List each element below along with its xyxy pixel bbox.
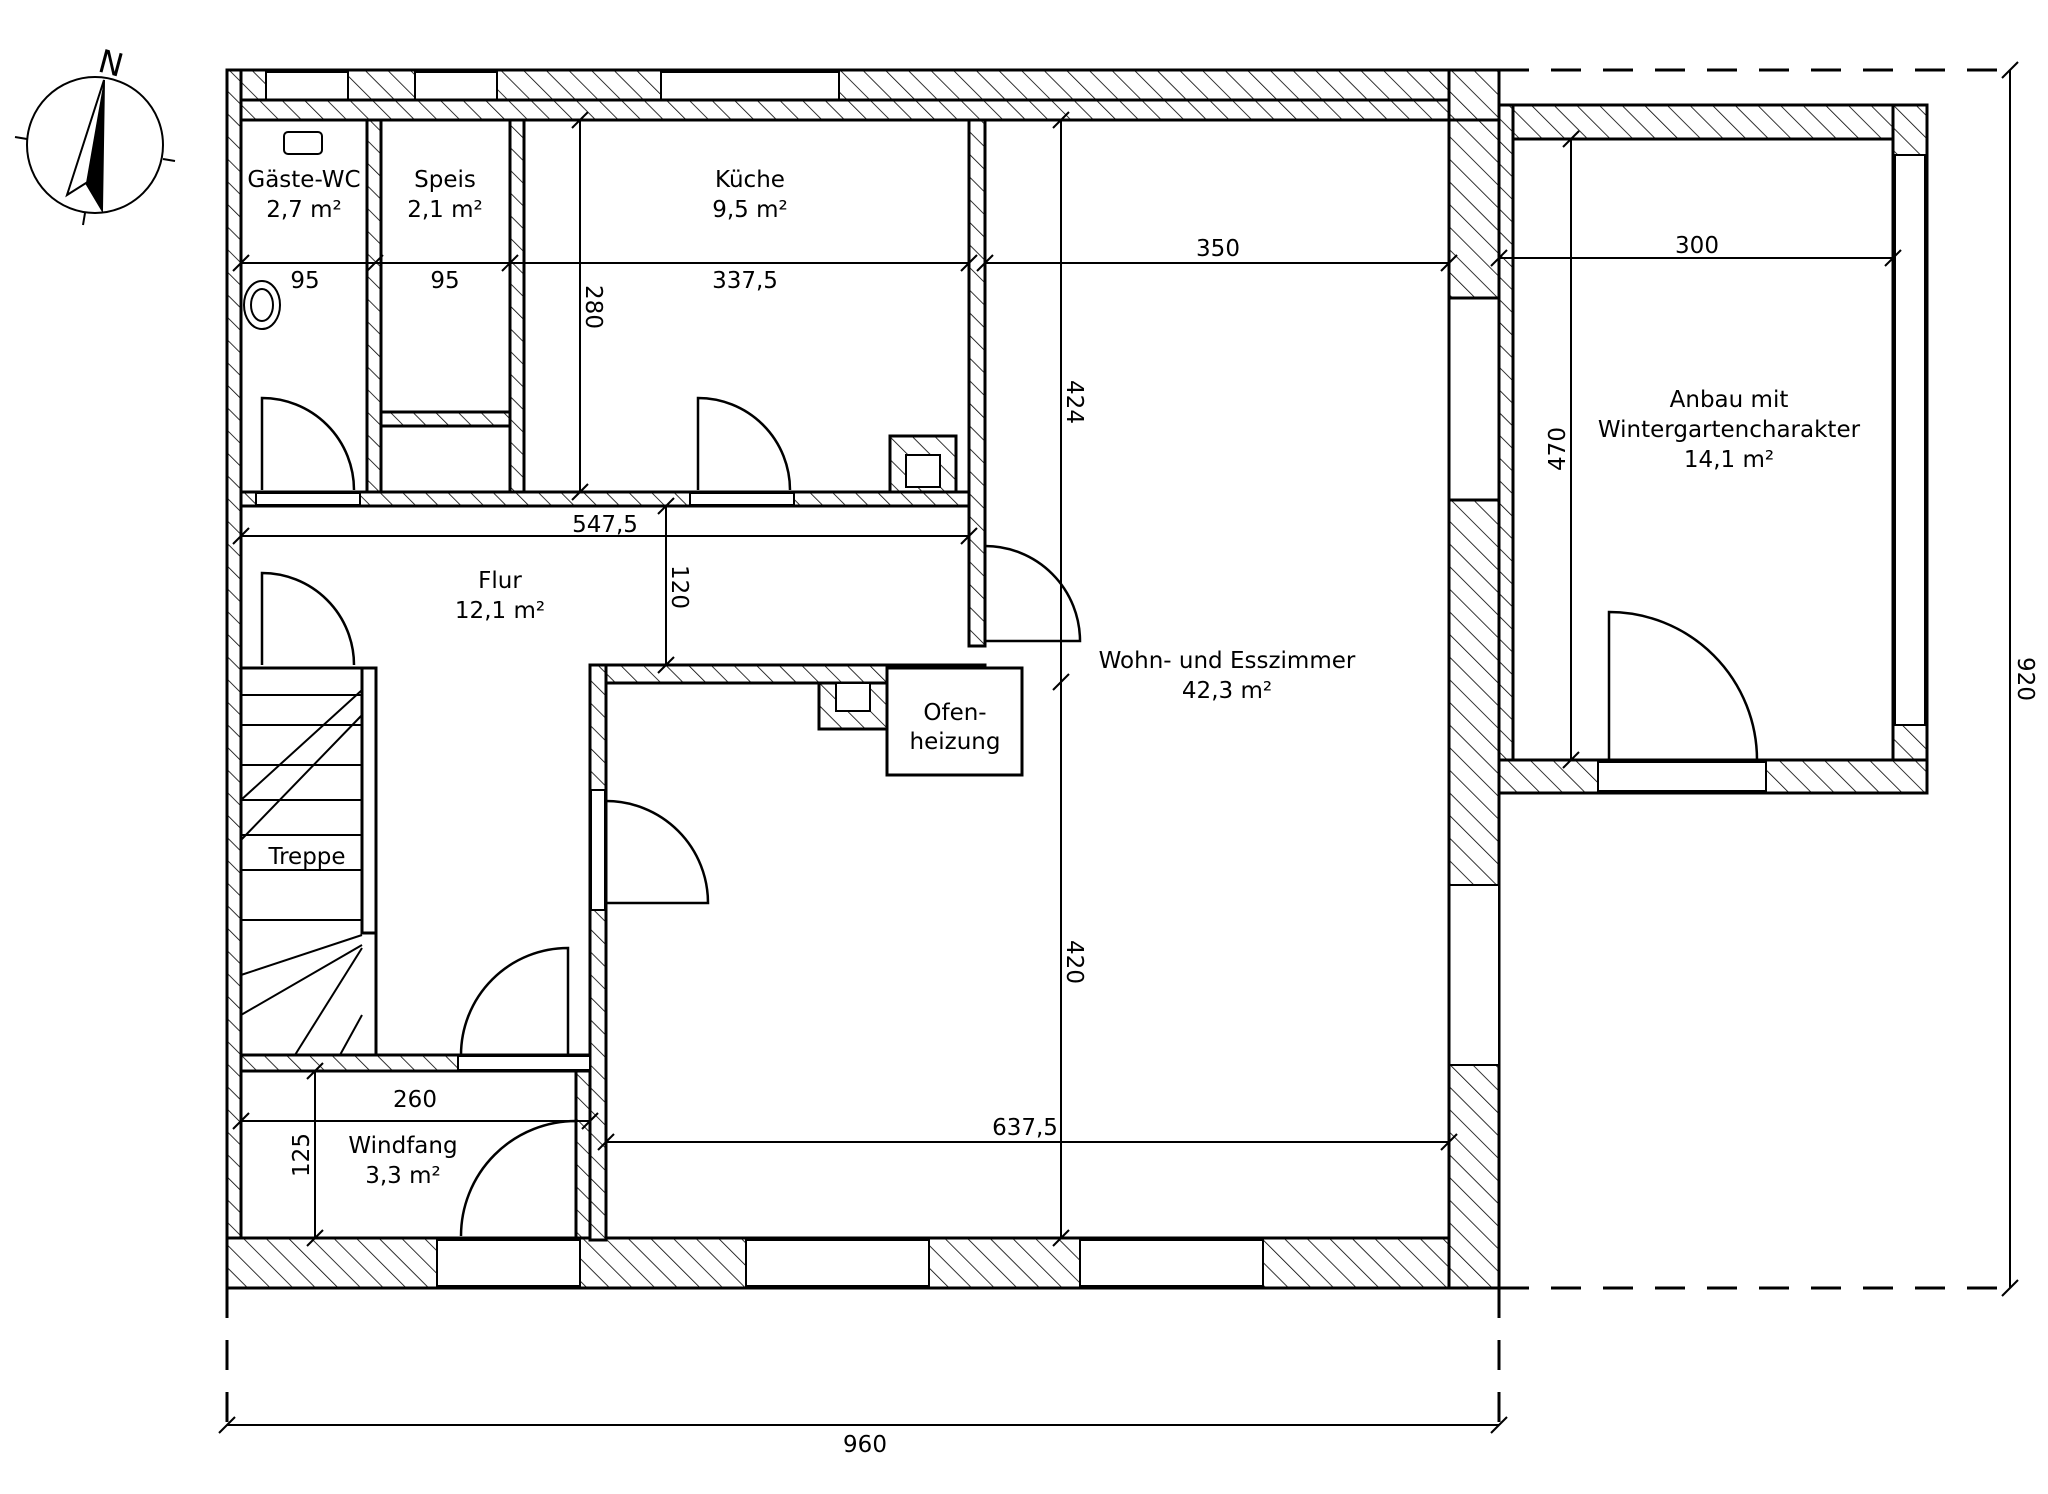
room-name-treppe: Treppe: [267, 844, 345, 870]
dim-windfang-width: 260: [393, 1087, 437, 1113]
room-name-gaeste-wc: Gäste-WC: [247, 167, 360, 193]
door-flur: [260, 571, 356, 666]
room-area-windfang: 3,3 m²: [365, 1163, 441, 1189]
room-name-speis: Speis: [414, 167, 476, 193]
room-area-wohnen: 42,3 m²: [1182, 678, 1272, 704]
doors: [260, 396, 1759, 1237]
dim-wohnen-depth-top: 424: [1061, 380, 1087, 424]
door-wohnen: [984, 544, 1082, 643]
room-name-anbau-1: Anbau mit: [1670, 387, 1789, 413]
dim-anbau-width: 300: [1675, 233, 1719, 259]
room-name-flur: Flur: [478, 568, 522, 594]
dim-wc-width: 95: [290, 268, 319, 294]
dim-kueche-width: 337,5: [712, 268, 778, 294]
room-area-speis: 2,1 m²: [407, 197, 483, 223]
door-stair-hall: [459, 946, 570, 1056]
door-kueche: [696, 396, 792, 491]
room-name-windfang: Windfang: [348, 1133, 457, 1159]
dim-kueche-depth: 280: [580, 285, 606, 329]
dimension-lines: [218, 61, 2019, 1434]
dim-total-depth: 920: [2012, 657, 2038, 701]
room-area-flur: 12,1 m²: [455, 598, 545, 624]
dim-wohnen-depth-bottom: 420: [1061, 940, 1087, 984]
dim-speis-width: 95: [430, 268, 459, 294]
dim-wohnen-width-top: 350: [1196, 236, 1240, 262]
interior-lines: [239, 118, 1451, 1242]
door-inner-room: [605, 799, 710, 905]
room-area-gaeste-wc: 2,7 m²: [266, 197, 342, 223]
stairs: [240, 689, 363, 1056]
door-anbau: [1607, 610, 1759, 761]
door-wc: [260, 396, 356, 491]
dim-flur-depth: 120: [666, 565, 692, 609]
room-area-anbau: 14,1 m²: [1684, 447, 1774, 473]
dimension-labels: 95 95 337,5 350 300 547,5 260 637,5 960 …: [289, 233, 2038, 1458]
room-name-kueche: Küche: [715, 167, 785, 193]
room-name-ofen-2: heizung: [910, 729, 1001, 755]
dim-total-width: 960: [843, 1432, 887, 1458]
dim-anbau-depth: 470: [1545, 427, 1571, 471]
walls: [225, 68, 1929, 1290]
door-windfang: [459, 1119, 578, 1237]
room-name-ofen-1: Ofen-: [923, 700, 986, 726]
wc-fixtures: [243, 131, 323, 330]
room-name-anbau-2: Wintergartencharakter: [1598, 417, 1861, 443]
room-name-wohnen: Wohn- und Esszimmer: [1099, 648, 1356, 674]
room-labels: Gäste-WC 2,7 m² Speis 2,1 m² Küche 9,5 m…: [247, 167, 1860, 1189]
compass-north-label: N: [94, 42, 127, 85]
compass: N: [14, 42, 176, 226]
dim-wohnen-width-bottom: 637,5: [992, 1115, 1058, 1141]
dim-flur-width: 547,5: [572, 512, 638, 538]
dim-windfang-depth: 125: [289, 1133, 315, 1177]
room-area-kueche: 9,5 m²: [712, 197, 788, 223]
